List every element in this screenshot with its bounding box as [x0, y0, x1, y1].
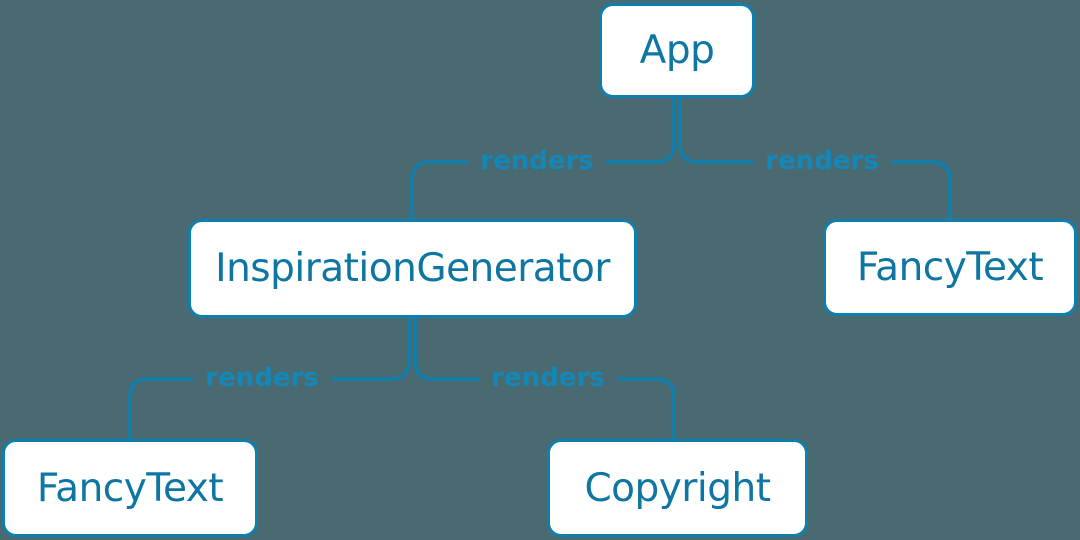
node-inspiration-generator: InspirationGenerator	[188, 219, 637, 318]
node-copyright-label: Copyright	[584, 465, 771, 511]
edge-label-renders-inspiration-copyright: renders	[479, 362, 617, 394]
edge-label-renders-app-fancytext: renders	[753, 145, 891, 177]
node-fancy-text-bottom: FancyText	[2, 439, 258, 537]
node-inspiration-generator-label: InspirationGenerator	[215, 246, 610, 291]
node-fancy-text-top: FancyText	[823, 219, 1077, 316]
node-app-label: App	[639, 28, 715, 73]
edge-label-renders-app-inspiration: renders	[468, 145, 606, 177]
node-app: App	[599, 3, 755, 98]
node-copyright: Copyright	[547, 439, 808, 537]
node-fancy-text-bottom-label: FancyText	[36, 465, 224, 511]
node-fancy-text-top-label: FancyText	[856, 245, 1044, 290]
edge-label-renders-inspiration-fancytext: renders	[193, 362, 331, 394]
